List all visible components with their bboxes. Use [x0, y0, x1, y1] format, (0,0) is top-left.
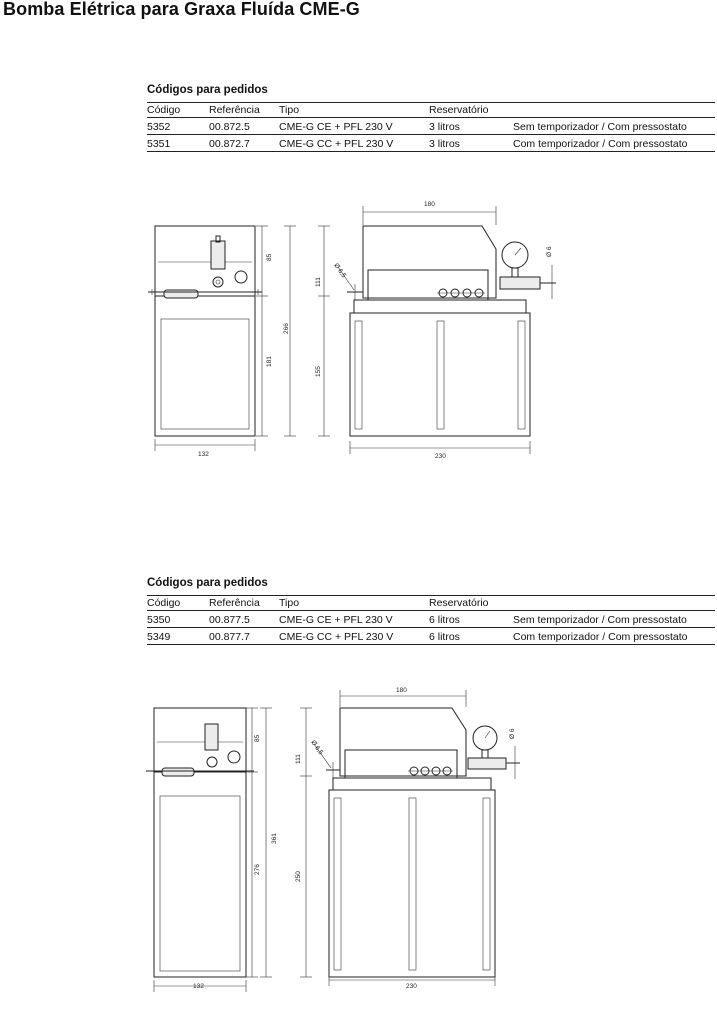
dim-top-width: 180 — [396, 687, 407, 694]
cell-codigo: 5352 — [147, 117, 209, 135]
dim-width-front: 132 — [198, 451, 209, 458]
dim-side-width: 230 — [435, 453, 446, 460]
plug-icon — [163, 289, 199, 299]
col-codigo: Código — [147, 102, 209, 118]
dim-side-width: 230 — [406, 983, 417, 990]
reservoir-front — [153, 771, 247, 978]
col-notes — [513, 102, 715, 118]
pump-housing — [154, 225, 256, 297]
col-referencia: Referência — [209, 595, 279, 611]
cell-tipo: CME-G CE + PFL 230 V — [279, 610, 429, 628]
table-row: 5351 00.872.7 CME-G CC + PFL 230 V 3 lit… — [147, 134, 715, 152]
dim-port-diameter: Ø 6 — [509, 728, 516, 739]
dim-top-height: 85 — [254, 734, 261, 742]
col-reservatorio: Reservatório — [429, 102, 513, 118]
dim-total-height: 266 — [283, 323, 290, 334]
dim-side-body-height: 250 — [295, 871, 302, 882]
cell-notes: Com temporizador / Com pressostato — [513, 627, 715, 645]
cell-notes: Sem temporizador / Com pressostato — [513, 117, 715, 135]
section-heading: Códigos para pedidos — [147, 577, 268, 589]
reservoir-side — [328, 789, 496, 978]
cell-reservatorio: 3 litros — [429, 117, 513, 135]
side-view: Ø 6 Ø 6,5 180 111 250 230 — [295, 687, 520, 990]
dim-port-diameter: Ø 6 — [546, 246, 553, 257]
cell-codigo: 5350 — [147, 610, 209, 628]
cell-notes: Sem temporizador / Com pressostato — [513, 610, 715, 628]
cell-referencia: 00.872.5 — [209, 117, 279, 135]
dim-width-front: 132 — [193, 983, 204, 990]
cell-referencia: 00.877.7 — [209, 627, 279, 645]
dim-side-top-height: 111 — [315, 277, 322, 287]
cell-reservatorio: 6 litros — [429, 627, 513, 645]
dim-top-width: 180 — [424, 201, 435, 208]
order-codes-table: Código Referência Tipo Reservatório 5352… — [147, 102, 715, 152]
col-reservatorio: Reservatório — [429, 595, 513, 611]
pump-housing-side — [362, 225, 497, 299]
cell-tipo: CME-G CE + PFL 230 V — [279, 117, 429, 135]
col-notes — [513, 595, 715, 611]
pump-housing-side — [339, 707, 467, 777]
table-row: 5350 00.877.5 CME-G CE + PFL 230 V 6 lit… — [147, 610, 715, 628]
table-row: 5352 00.872.5 CME-G CE + PFL 230 V 3 lit… — [147, 117, 715, 135]
technical-drawing-3l: 132 85 181 266 Ø 6 Ø 6,5 — [148, 201, 556, 460]
dim-side-body-height: 155 — [315, 366, 322, 377]
dim-body-height: 276 — [254, 864, 261, 875]
nut-icon — [234, 270, 248, 284]
col-codigo: Código — [147, 595, 209, 611]
pressure-switch — [467, 757, 507, 770]
cell-tipo: CME-G CC + PFL 230 V — [279, 134, 429, 152]
dim-hole-diameter: Ø 6,5 — [309, 739, 324, 756]
plug-icon — [161, 767, 195, 777]
valve-block — [210, 240, 226, 270]
order-codes-section-6l: Códigos para pedidos Código Referência T… — [147, 577, 715, 645]
front-view: 132 85 276 361 — [146, 707, 278, 992]
table-header-row: Código Referência Tipo Reservatório — [147, 102, 715, 118]
table-header-row: Código Referência Tipo Reservatório — [147, 595, 715, 611]
cell-reservatorio: 6 litros — [429, 610, 513, 628]
cell-notes: Com temporizador / Com pressostato — [513, 134, 715, 152]
order-codes-table: Código Referência Tipo Reservatório 5350… — [147, 595, 715, 645]
valve-block — [204, 723, 219, 751]
col-referencia: Referência — [209, 102, 279, 118]
dim-top-height: 85 — [266, 253, 273, 261]
cell-referencia: 00.872.7 — [209, 134, 279, 152]
reservoir-front — [154, 295, 256, 437]
section-heading: Códigos para pedidos — [147, 84, 268, 96]
fitting-icon — [212, 276, 224, 288]
dim-body-height: 181 — [266, 356, 273, 367]
nut-icon — [227, 750, 241, 764]
page-title: Bomba Elétrica para Graxa Fluída CME-G — [3, 0, 360, 19]
cell-codigo: 5351 — [147, 134, 209, 152]
order-codes-section-3l: Códigos para pedidos Código Referência T… — [147, 84, 715, 152]
technical-drawing-6l: 132 85 276 361 Ø 6 Ø 6,5 — [146, 687, 520, 992]
dim-total-height: 361 — [271, 833, 278, 844]
cell-tipo: CME-G CC + PFL 230 V — [279, 627, 429, 645]
dim-side-top-height: 111 — [295, 754, 302, 764]
col-tipo: Tipo — [279, 595, 429, 611]
cell-referencia: 00.877.5 — [209, 610, 279, 628]
pressure-switch — [499, 276, 541, 290]
reservoir-side — [349, 312, 531, 437]
motor-panel — [344, 749, 458, 779]
table-row: 5349 00.877.7 CME-G CC + PFL 230 V 6 lit… — [147, 627, 715, 645]
front-view: 132 85 181 266 — [148, 225, 296, 458]
col-tipo: Tipo — [279, 102, 429, 118]
fitting-icon — [206, 756, 218, 768]
cell-codigo: 5349 — [147, 627, 209, 645]
side-view: Ø 6 Ø 6,5 180 111 155 230 — [315, 201, 556, 460]
cell-reservatorio: 3 litros — [429, 134, 513, 152]
